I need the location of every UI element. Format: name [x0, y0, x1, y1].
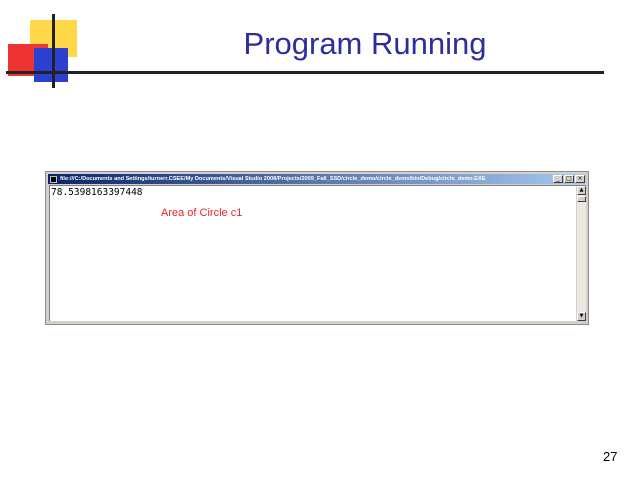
console-window: file:///C:/Documents and Settings/turner…: [45, 171, 589, 325]
decorative-blue-square: [34, 48, 68, 82]
decorative-vertical-line: [52, 14, 55, 88]
scrollbar-thumb[interactable]: [577, 196, 586, 202]
minimize-button[interactable]: _: [553, 175, 563, 183]
close-button[interactable]: ×: [575, 175, 585, 183]
page-number: 27: [603, 449, 618, 464]
down-arrow-icon[interactable]: ▼: [577, 312, 586, 321]
up-arrow-icon[interactable]: ▲: [577, 186, 586, 195]
console-app-icon[interactable]: [50, 175, 57, 183]
vertical-scrollbar[interactable]: ▲ ▼: [576, 186, 586, 321]
title-underline: [6, 71, 604, 74]
console-title: file:///C:/Documents and Settings/turner…: [60, 176, 486, 182]
window-controls: _ □ ×: [553, 175, 585, 183]
restore-button[interactable]: □: [564, 175, 574, 183]
console-output-line: 78.5398163397448: [51, 187, 143, 198]
console-titlebar[interactable]: file:///C:/Documents and Settings/turner…: [48, 174, 586, 184]
console-output-area[interactable]: 78.5398163397448 ▲ ▼: [49, 185, 586, 321]
slide-title: Program Running: [243, 26, 487, 61]
annotation-label: Area of Circle c1: [161, 207, 243, 219]
